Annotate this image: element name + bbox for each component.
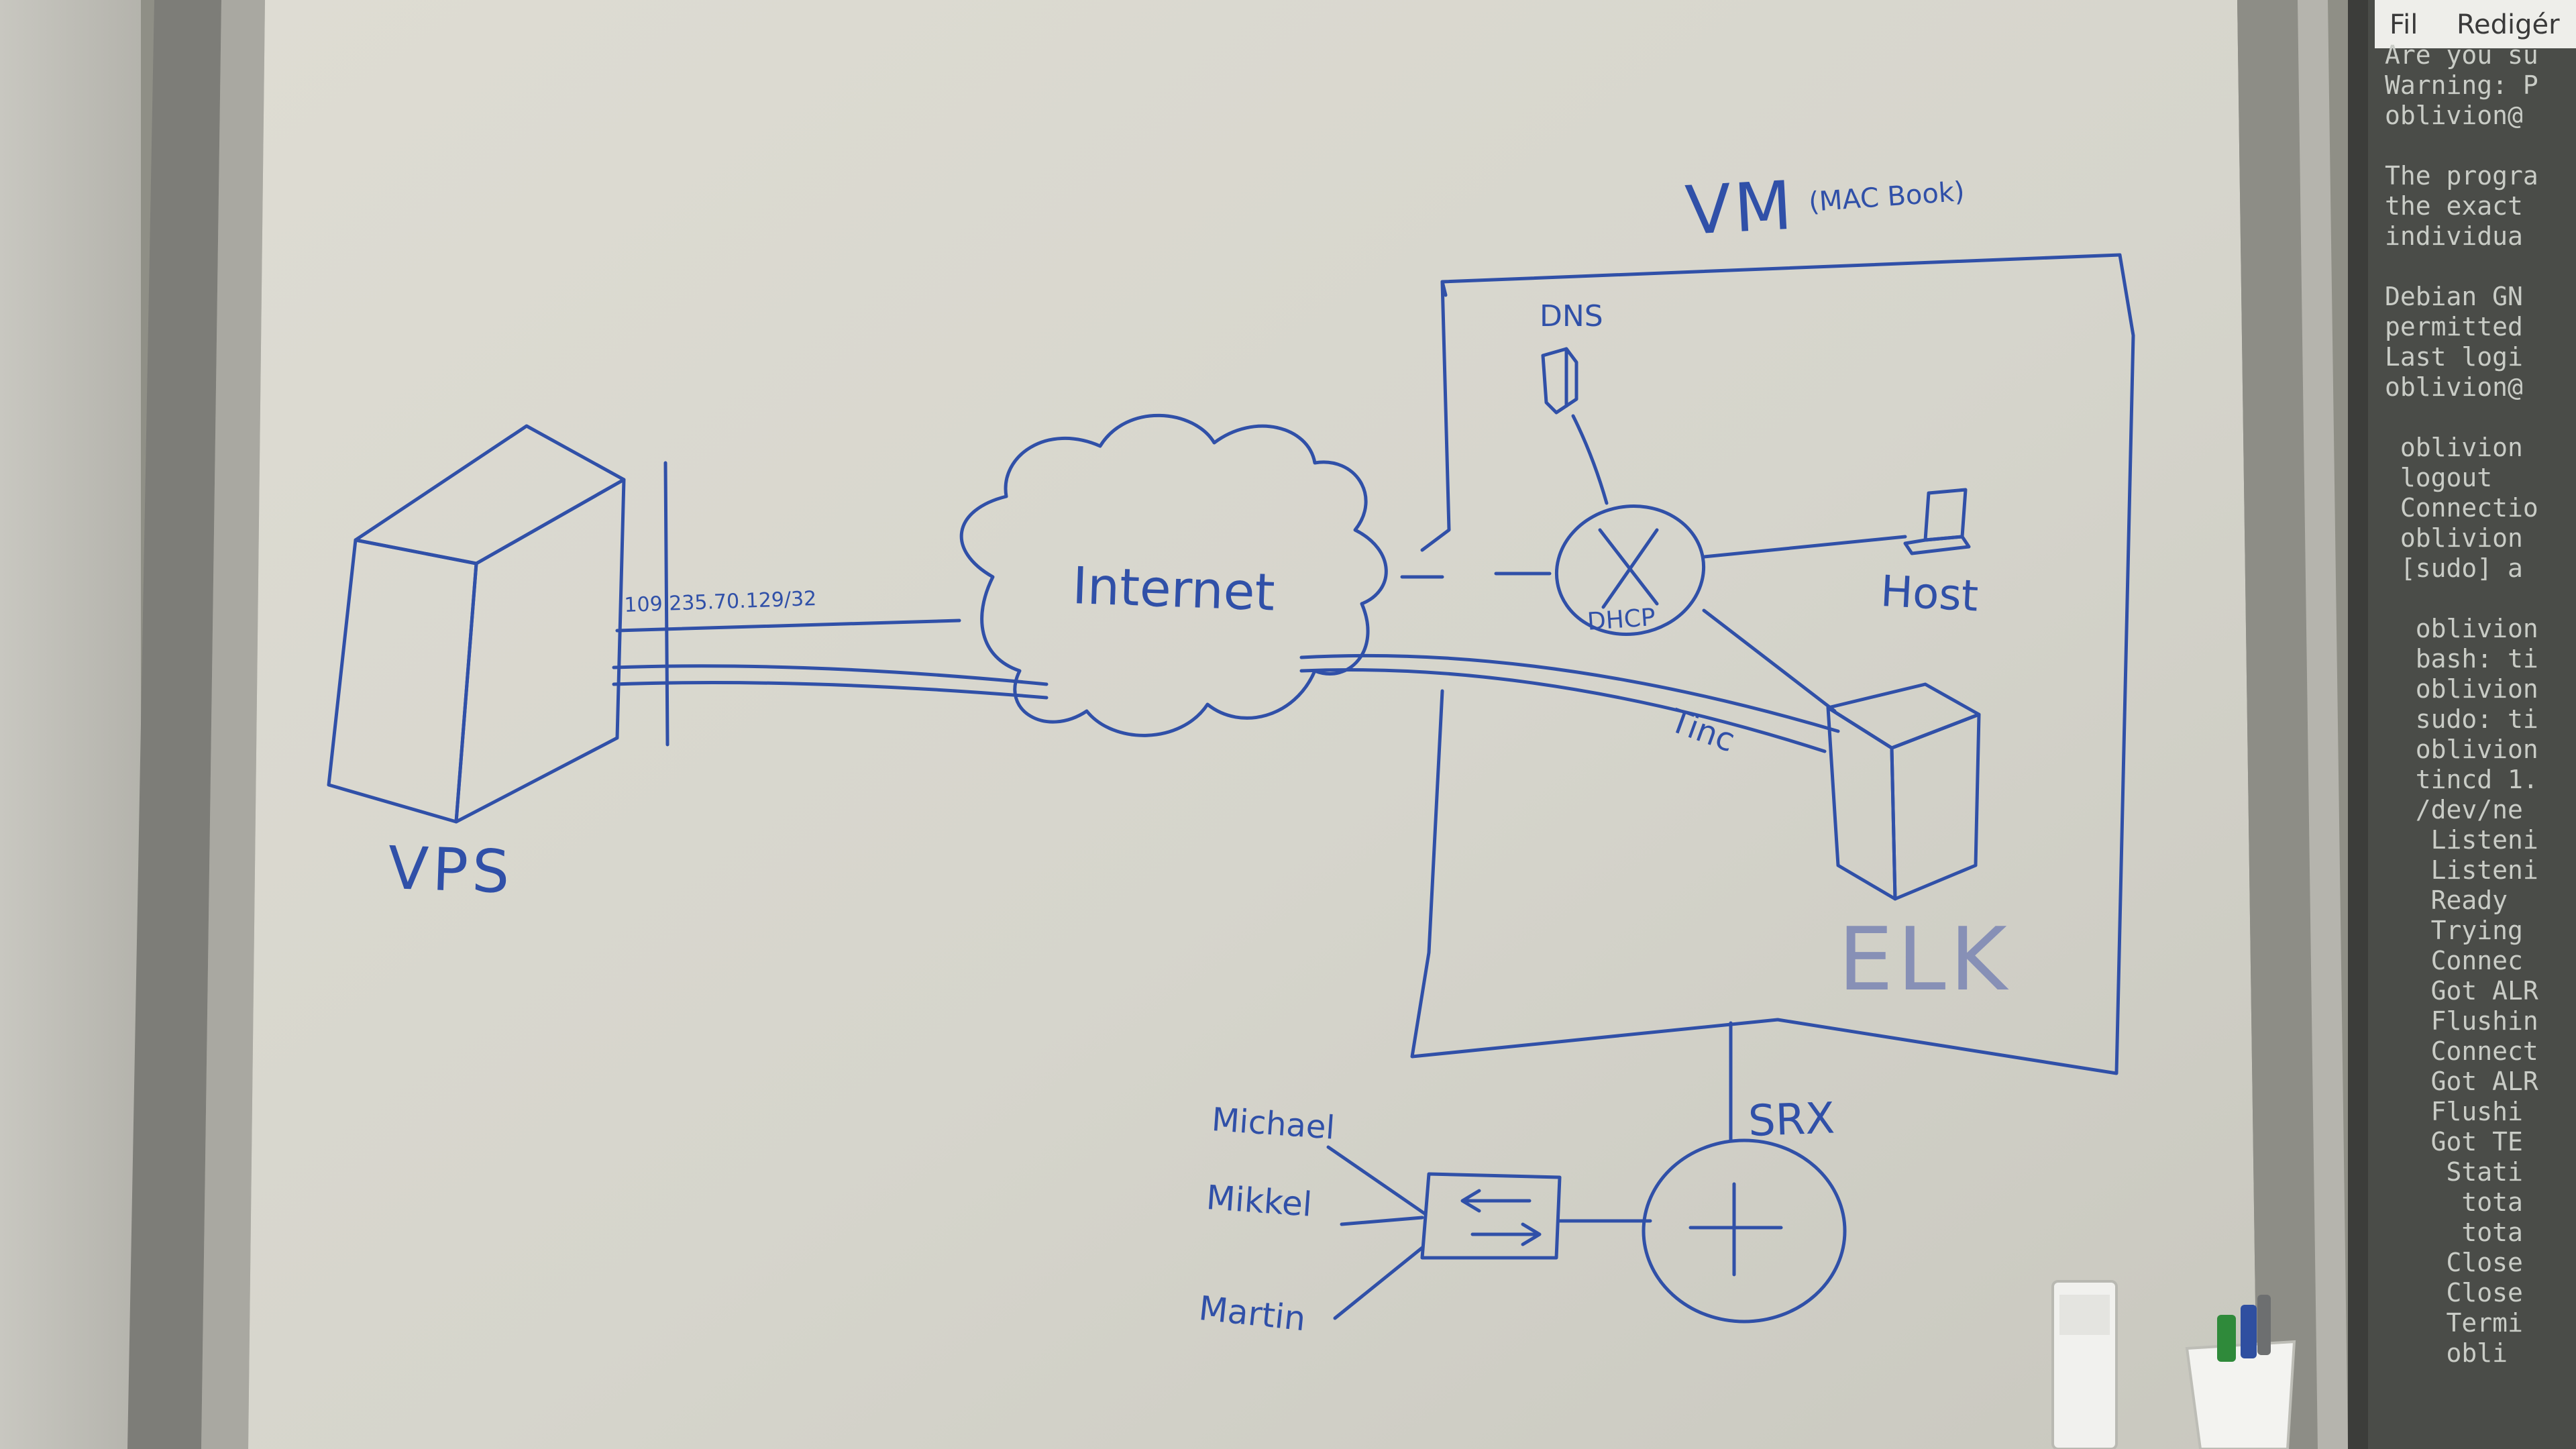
srx-firewall-drawing [1642,1138,1847,1324]
terminal-line: The progra [2385,161,2538,191]
terminal-line [2385,584,2576,614]
terminal-line [2385,252,2576,282]
terminal-line: tota [2385,1218,2523,1247]
terminal-line: logout [2385,463,2493,492]
internet-label: Internet [1071,555,1276,623]
terminal-line: oblivion [2385,614,2538,643]
left-frame [127,0,221,1449]
terminal-line: Connect [2385,1036,2538,1066]
dhcp-label: DHCP [1586,603,1657,636]
grey-marker [2257,1295,2271,1355]
terminal-line: Ready [2385,885,2508,915]
terminal-line: tota [2385,1187,2523,1217]
terminal-line: Flushin [2385,1006,2538,1036]
marker-cup [2185,1340,2296,1449]
terminal-line: oblivion [2385,523,2523,553]
vps-server-drawing [327,424,626,824]
terminal-line: Termi [2385,1308,2523,1338]
router-dhcp-drawing [1554,504,1907,713]
terminal-line: Last logi [2385,342,2523,372]
terminal-line: Connectio [2385,493,2538,523]
srx-label: SRX [1747,1093,1836,1146]
blue-marker [2241,1305,2257,1358]
vps-internet-link [612,461,1049,747]
marker-tray-items [2051,1280,2296,1449]
terminal-line: oblivion@ [2385,372,2523,402]
host-laptop-drawing [1903,488,1971,555]
terminal-line: sudo: ti [2385,704,2538,734]
terminal-line [2385,131,2576,161]
terminal-line: Warning: P [2385,70,2538,100]
terminal-line: bash: ti [2385,644,2538,674]
terminal-line: /dev/ne [2385,795,2523,824]
whiteboard-surface [248,0,2257,1449]
terminal-line: oblivion [2385,735,2538,764]
dns-label: DNS [1540,299,1603,333]
elk-server-drawing [1826,682,1981,901]
menu-edit[interactable]: Redigér [2457,9,2560,40]
green-marker [2217,1315,2236,1362]
terminal-line [2385,402,2576,433]
terminal-line: Trying [2385,916,2523,945]
host-label: Host [1879,567,1980,622]
terminal-line: oblivion@ [2385,101,2523,130]
terminal-line: Are you su [2385,40,2538,70]
vm-box [1410,253,2135,1075]
terminal-line: Got ALR [2385,976,2538,1006]
terminal-line: Got TE [2385,1127,2523,1157]
terminal-line: obli [2385,1338,2508,1368]
vps-label: VPS [386,833,515,907]
terminal-line: Debian GN [2385,282,2523,311]
terminal-line: Listeni [2385,825,2538,855]
terminal-line: Flushi [2385,1097,2523,1126]
terminal-line: Close [2385,1278,2523,1307]
right-frame [2237,0,2318,1449]
vm-label: VM [1683,166,1797,250]
terminal-menubar: Fil Redigér [2375,0,2576,48]
michael-label: Michael [1210,1101,1336,1147]
menu-file[interactable]: Fil [2390,9,2418,40]
terminal-screen [2368,0,2576,1449]
terminal-line: oblivion [2385,674,2538,704]
mikkel-label: Mikkel [1205,1178,1313,1224]
terminal-line: Got ALR [2385,1067,2538,1096]
terminal-line: oblivion [2385,433,2523,462]
terminal-line: the exact [2385,191,2523,221]
user-links [1326,1145,1428,1320]
left-wall [0,0,141,1449]
terminal-line: individua [2385,221,2523,251]
internet-cloud [959,413,1388,737]
terminal-line: Close [2385,1248,2523,1277]
switch-drawing [1420,1172,1652,1260]
terminal-line: Connec [2385,946,2523,975]
terminal-line: permitted [2385,312,2523,341]
dns-server-drawing [1541,347,1609,505]
elk-label: ELK [1838,908,2011,1010]
internet-vm-link [1299,572,1840,753]
terminal-line: Stati [2385,1157,2523,1187]
terminal-line: tincd 1. [2385,765,2538,794]
terminal-line: [sudo] a [2385,553,2523,583]
terminal-line: Listeni [2385,855,2538,885]
whiteboard-drawing [327,253,2135,1324]
